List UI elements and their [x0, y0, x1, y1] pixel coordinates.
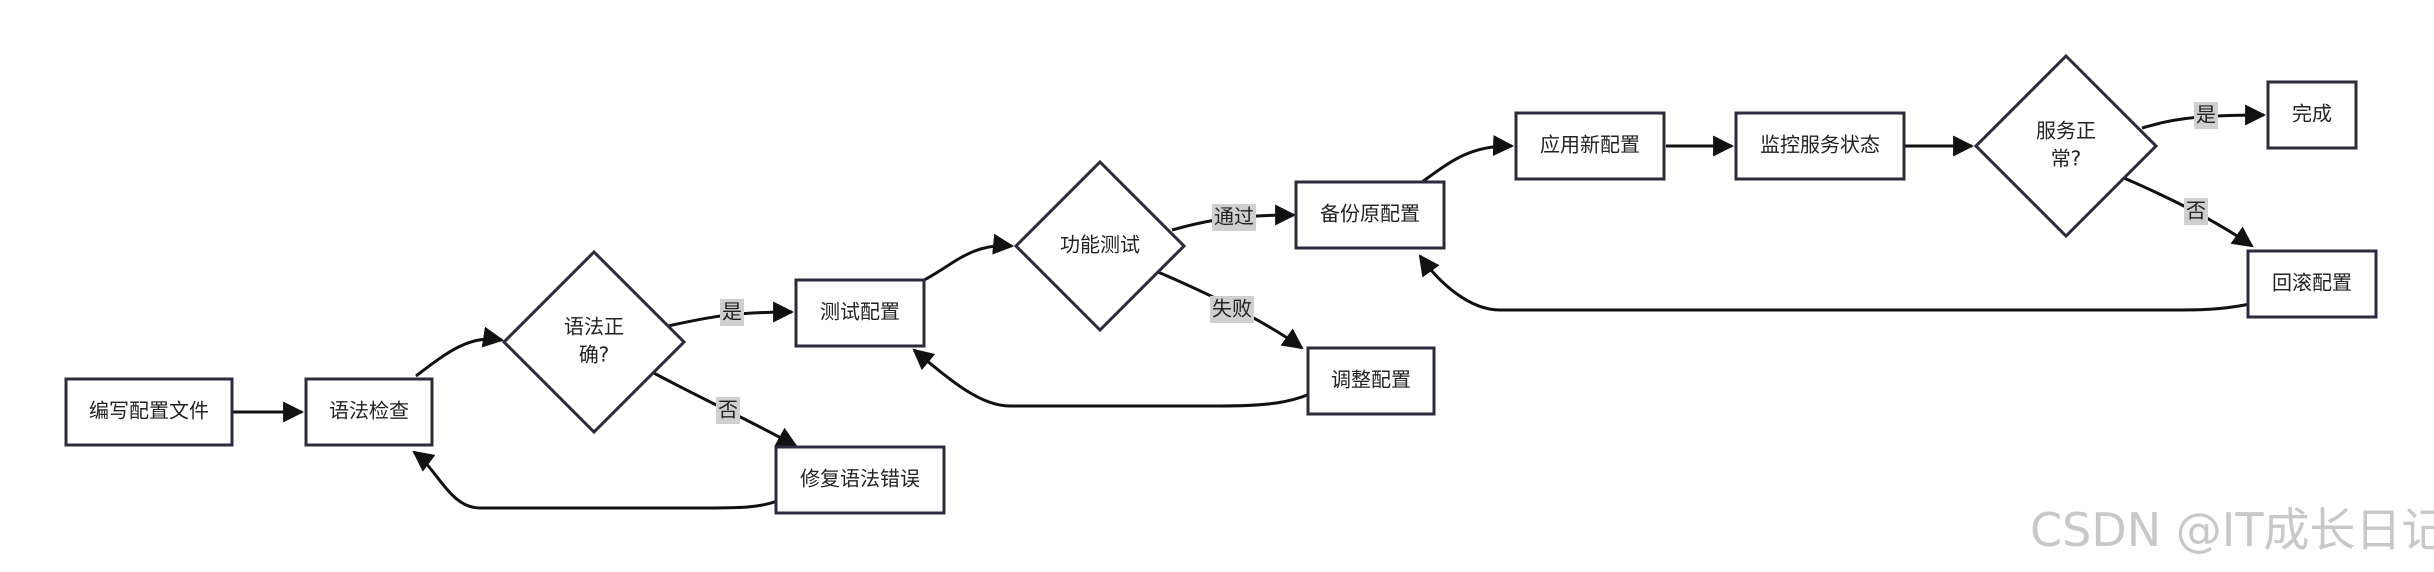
- node-syntax-decision-label-1: 语法正: [564, 315, 624, 339]
- node-monitor: 监控服务状态: [1734, 111, 1906, 181]
- edge-rollback-to-backup: [1418, 254, 2251, 312]
- node-rollback: 回滚配置: [2246, 249, 2378, 319]
- edge-adjust-to-test: [912, 348, 1311, 408]
- edge-labels: 是 否 通过 失败 是 否: [716, 102, 2218, 424]
- node-write-config-label: 编写配置文件: [89, 399, 209, 423]
- nodes: 编写配置文件 语法检查 语法正 确? 测试配置 修复语法错误 功能测试 备份原配…: [64, 53, 2378, 515]
- node-fix-syntax: 修复语法错误: [774, 445, 946, 515]
- edge-test-to-functest: [919, 233, 1015, 284]
- edge-fix-to-check: [412, 450, 781, 510]
- edge-check-to-decision: [415, 326, 505, 378]
- node-service-decision-label-1: 服务正: [2036, 119, 2096, 143]
- node-monitor-label: 监控服务状态: [1760, 133, 1880, 157]
- node-test-config: 测试配置: [794, 278, 926, 348]
- node-func-test-label: 功能测试: [1060, 233, 1140, 257]
- label-service-no: 否: [2186, 199, 2206, 223]
- label-test-fail: 失败: [1212, 297, 1252, 321]
- node-syntax-check: 语法检查: [304, 377, 434, 447]
- node-syntax-check-label: 语法检查: [329, 399, 409, 423]
- node-done: 完成: [2266, 80, 2358, 150]
- node-backup-label: 备份原配置: [1320, 202, 1420, 226]
- node-fix-syntax-label: 修复语法错误: [800, 467, 920, 491]
- node-adjust-label: 调整配置: [1331, 368, 1411, 392]
- node-backup: 备份原配置: [1294, 180, 1446, 250]
- node-syntax-decision-label-2: 确?: [579, 343, 610, 367]
- label-test-pass: 通过: [1214, 205, 1254, 229]
- node-rollback-label: 回滚配置: [2272, 271, 2352, 295]
- label-syntax-no: 否: [718, 398, 738, 422]
- label-service-yes: 是: [2196, 103, 2216, 127]
- node-write-config: 编写配置文件: [64, 377, 234, 447]
- edge-backup-to-apply: [1421, 135, 1515, 184]
- edge-service-yes: [2141, 104, 2267, 130]
- label-syntax-yes: 是: [722, 300, 742, 324]
- watermark: CSDN @IT成长日记: [2030, 503, 2434, 557]
- node-syntax-decision: 语法正 确?: [501, 249, 687, 435]
- node-service-decision: 服务正 常?: [1973, 53, 2159, 239]
- node-done-label: 完成: [2292, 102, 2332, 126]
- node-test-config-label: 测试配置: [820, 300, 900, 324]
- node-func-test: 功能测试: [1013, 159, 1187, 333]
- node-service-decision-label-2: 常?: [2051, 147, 2082, 171]
- node-apply-label: 应用新配置: [1540, 133, 1640, 157]
- node-adjust: 调整配置: [1306, 346, 1436, 416]
- node-apply: 应用新配置: [1514, 111, 1666, 181]
